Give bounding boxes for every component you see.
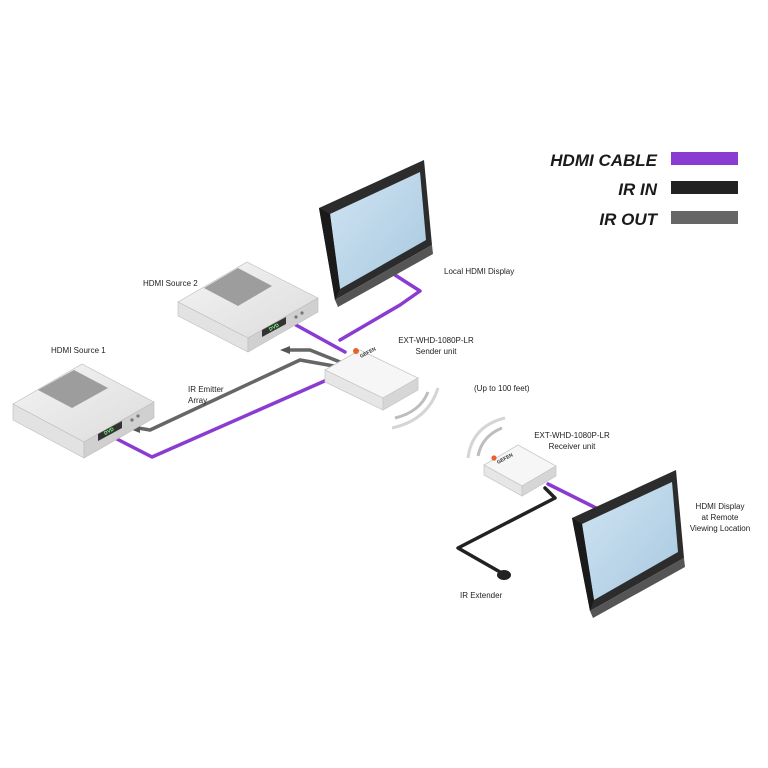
hdmi-source-2-device: DVD xyxy=(177,261,319,353)
legend-ir-in-label: IR IN xyxy=(618,180,657,199)
legend-hdmi-cable-swatch xyxy=(671,152,738,165)
label-sender-model: EXT-WHD-1080P-LR xyxy=(398,336,474,345)
legend-ir-out-label: IR OUT xyxy=(599,210,658,229)
label-hdmi-source-1: HDMI Source 1 xyxy=(51,346,106,355)
local-hdmi-display xyxy=(319,160,433,307)
label-ir-extender: IR Extender xyxy=(460,591,503,600)
local-display-screen xyxy=(330,172,426,289)
receiver-wireless-arc-inner xyxy=(476,426,503,457)
ir-extender-eye xyxy=(497,570,511,580)
label-ir-emitter-line2: Array xyxy=(188,396,207,405)
hdmi-cable-local-display xyxy=(338,273,422,342)
label-receiver-unit: Receiver unit xyxy=(549,442,596,451)
receiver-brand-logo xyxy=(491,455,497,461)
legend-ir-in-swatch xyxy=(671,181,738,194)
legend: HDMI CABLE IR IN IR OUT xyxy=(550,151,738,229)
hdmi-cable-source-1 xyxy=(113,370,347,459)
label-ir-emitter-line1: IR Emitter xyxy=(188,385,224,394)
label-range: (Up to 100 feet) xyxy=(474,384,530,393)
label-receiver-model: EXT-WHD-1080P-LR xyxy=(534,431,610,440)
receiver-unit-device: GEFEN xyxy=(466,416,557,497)
label-hdmi-source-2: HDMI Source 2 xyxy=(143,279,198,288)
labels: HDMI Source 2 HDMI Source 1 Local HDMI D… xyxy=(51,267,750,600)
remote-hdmi-display xyxy=(572,470,685,618)
label-remote-display-line2: at Remote xyxy=(702,513,739,522)
ir-out-cable-source-1 xyxy=(136,358,347,432)
source-2-display-window xyxy=(262,317,286,337)
hdmi-cable-remote-display xyxy=(546,482,602,512)
hdmi-source-1-device: DVD xyxy=(12,363,155,459)
label-sender-unit: Sender unit xyxy=(416,347,458,356)
label-local-display: Local HDMI Display xyxy=(444,267,514,276)
ir-out-cable-source-2 xyxy=(288,348,347,366)
legend-ir-out-swatch xyxy=(671,211,738,224)
label-remote-display-line1: HDMI Display xyxy=(696,502,745,511)
ir-out-cables xyxy=(136,348,347,432)
receiver-wireless-arc-outer xyxy=(466,416,506,459)
source-1-display-text: DVD xyxy=(103,426,115,436)
sender-brand-logo xyxy=(353,348,359,354)
hdmi-cables xyxy=(113,273,602,512)
source-1-display-window xyxy=(98,421,122,441)
hdmi-cable-source-2 xyxy=(294,323,347,354)
legend-hdmi-cable-label: HDMI CABLE xyxy=(550,151,657,170)
sender-wireless-arc-outer xyxy=(391,387,440,430)
label-remote-display-line3: Viewing Location xyxy=(690,524,750,533)
sender-wireless-arc-inner xyxy=(394,391,430,420)
remote-display-screen xyxy=(582,482,678,600)
source-2-display-text: DVD xyxy=(268,322,280,332)
ir-in-cable xyxy=(456,486,557,574)
ir-emitter-tip-2 xyxy=(280,346,290,354)
sender-unit-device: GEFEN xyxy=(324,346,440,430)
